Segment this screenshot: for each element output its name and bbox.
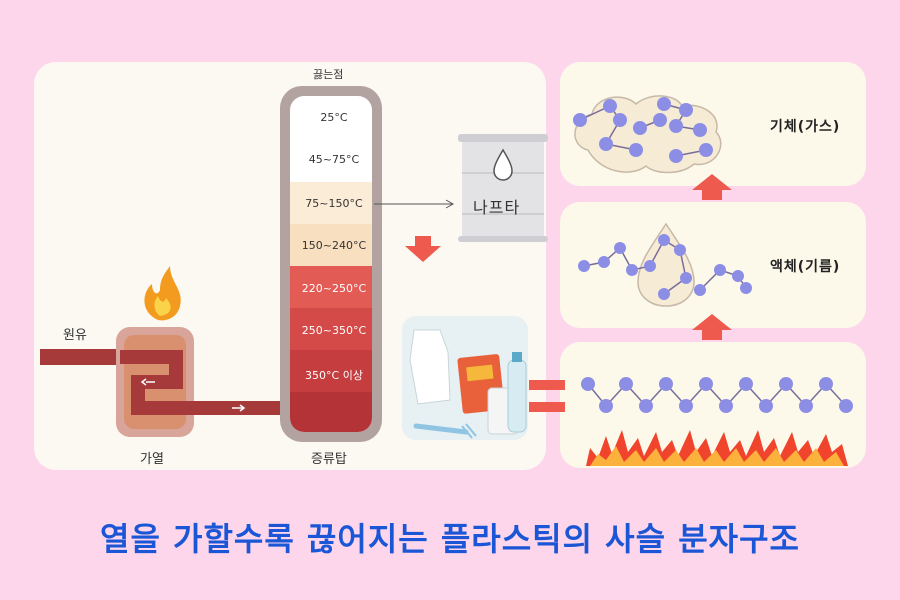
heater-coil: [120, 350, 186, 415]
oil-drop-icon: [493, 148, 513, 181]
heating-label: 가열: [140, 452, 164, 467]
up-arrow-icon: [692, 314, 732, 340]
liquid-molecules: [578, 234, 752, 300]
temp-level: 150~240°C: [301, 239, 367, 252]
naphtha-label: 나프타: [473, 198, 521, 217]
crude-oil-label: 원유: [63, 328, 87, 343]
up-arrow-icon: [692, 174, 732, 200]
fork-icon: [413, 423, 469, 435]
temp-level: 220~250°C: [301, 282, 367, 295]
equals-icon: [529, 380, 565, 390]
heater-flame-icon: [144, 266, 181, 321]
tower-label: 증류탑: [311, 452, 347, 467]
temp-level: 350°C 이상: [305, 369, 363, 382]
liquid-drop-icon: [637, 222, 695, 307]
crude-oil-pipe: [40, 349, 120, 365]
temp-level: 75~150°C: [305, 197, 363, 210]
temp-level: 25°C: [320, 111, 348, 124]
temp-level: 250~350°C: [301, 324, 367, 337]
down-arrow-icon: [405, 236, 441, 262]
gas-molecules: [573, 97, 713, 163]
temp-level: 45~75°C: [308, 153, 360, 166]
caption: 열을 가할수록 끊어지는 플라스틱의 사슬 분자구조: [100, 520, 800, 558]
gas-label: 기체(가스): [770, 119, 841, 135]
bottle-icon: [507, 359, 527, 433]
polymer-chain: [581, 377, 853, 413]
plastic-bag-icon: [409, 329, 451, 405]
liquid-label: 액체(기름): [770, 259, 841, 275]
boiling-point-label: 끓는점: [313, 68, 344, 81]
liquid-panel: [560, 202, 866, 328]
